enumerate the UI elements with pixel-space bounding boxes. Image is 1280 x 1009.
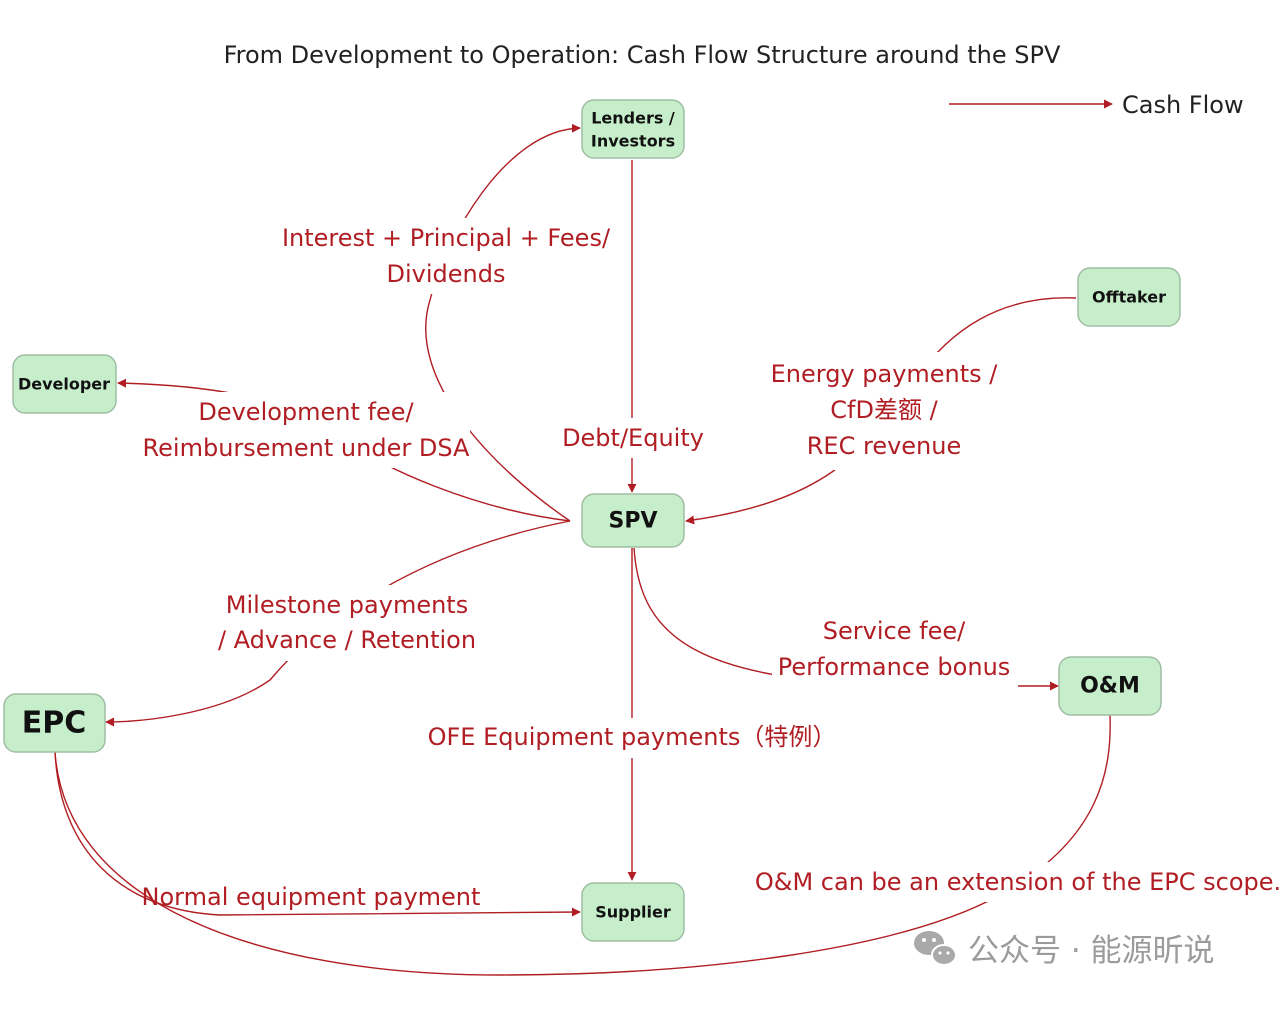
node-developer-label: Developer — [18, 375, 110, 394]
edge-label-milestone-line2: / Advance / Retention — [218, 626, 476, 654]
edge-label-debt-equity: Debt/Equity — [562, 424, 704, 452]
edge-label-energy-line2: CfD差额 / — [830, 396, 938, 424]
edge-label-devfee-line1: Development fee/ — [198, 398, 414, 426]
edge-label-normal-equipment: Normal equipment payment — [142, 883, 481, 911]
edge-labels: Interest + Principal + Fees/ Dividends D… — [142, 218, 1280, 911]
node-offtaker: Offtaker — [1077, 267, 1181, 327]
watermark-text: 公众号 · 能源昕说 — [968, 933, 1215, 969]
node-lenders-investors: Lenders / Investors — [581, 99, 685, 159]
edge-milestone-payments — [105, 520, 571, 727]
edge-label-interest-line2: Dividends — [387, 260, 506, 288]
node-lenders-line2: Investors — [591, 132, 675, 151]
wechat-icon — [914, 931, 957, 966]
edge-label-om-extension: O&M can be an extension of the EPC scope… — [755, 868, 1280, 896]
diagram-title: From Development to Operation: Cash Flow… — [224, 41, 1061, 69]
edge-label-interest-line1: Interest + Principal + Fees/ — [282, 224, 611, 252]
node-supplier-label: Supplier — [595, 903, 671, 922]
legend-label: Cash Flow — [1122, 91, 1244, 119]
node-om-label: O&M — [1080, 674, 1140, 699]
edge-om-extension — [54, 714, 1111, 976]
node-spv: SPV — [581, 493, 685, 548]
node-spv-label: SPV — [609, 509, 658, 534]
node-epc: EPC — [3, 693, 106, 753]
edge-label-milestone-line1: Milestone payments — [226, 591, 468, 619]
edge-label-service-line1: Service fee/ — [823, 617, 966, 645]
edge-interest-dividends — [425, 123, 581, 522]
edge-label-service-line2: Performance bonus — [778, 653, 1011, 681]
edge-normal-equipment — [54, 751, 581, 917]
node-offtaker-label: Offtaker — [1092, 288, 1166, 307]
watermark: 公众号 · 能源昕说 — [914, 931, 1215, 969]
edge-label-energy-line1: Energy payments / — [771, 360, 999, 388]
node-lenders-line1: Lenders / — [591, 109, 675, 128]
legend: Cash Flow — [949, 91, 1244, 119]
node-developer: Developer — [12, 354, 117, 414]
edge-label-devfee-line2: Reimbursement under DSA — [143, 434, 470, 462]
edge-label-energy-line3: REC revenue — [807, 432, 962, 460]
node-om: O&M — [1058, 656, 1162, 716]
node-epc-label: EPC — [22, 706, 87, 741]
node-supplier: Supplier — [581, 882, 685, 942]
edge-label-ofe: OFE Equipment payments（特例） — [428, 723, 837, 751]
